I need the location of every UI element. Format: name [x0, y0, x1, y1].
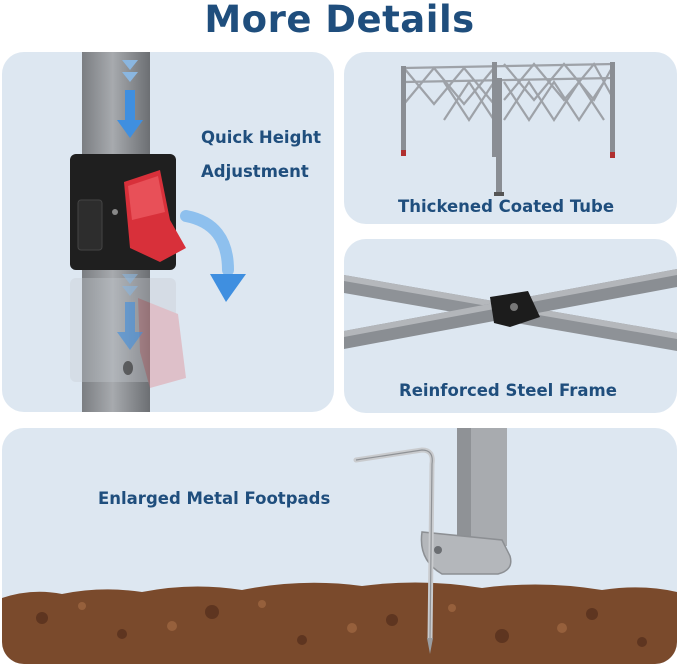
pole-clamp [70, 154, 186, 270]
panel-steel-frame: Reinforced Steel Frame [344, 239, 677, 413]
steel-frame-illustration [344, 269, 677, 351]
curved-arrow-icon [180, 210, 246, 302]
page-title: More Details [204, 0, 475, 41]
caption-footpads: Enlarged Metal Footpads [98, 489, 331, 508]
caption-coated-tube: Thickened Coated Tube [398, 197, 615, 216]
caption-steel-frame: Reinforced Steel Frame [399, 381, 617, 400]
ghost-clamp [70, 278, 186, 388]
footpad-plate [420, 531, 512, 575]
arrow-down-icon [117, 90, 143, 138]
panel-quick-height: Quick Height Adjustment [2, 52, 334, 412]
caption-quick-height-line2: Adjustment [201, 162, 309, 181]
ground-stake [353, 447, 435, 654]
arrow-down-icon [117, 274, 143, 350]
footpad-illustration [2, 428, 677, 664]
canopy-frame-illustration [401, 62, 615, 196]
panel-footpads: Enlarged Metal Footpads [2, 428, 677, 664]
caption-quick-height-line1: Quick Height [201, 128, 322, 147]
chevron-down-icon [122, 60, 138, 82]
height-adjust-illustration [70, 52, 246, 412]
soil-ground [2, 582, 677, 664]
panel-coated-tube: Thickened Coated Tube [344, 52, 677, 224]
